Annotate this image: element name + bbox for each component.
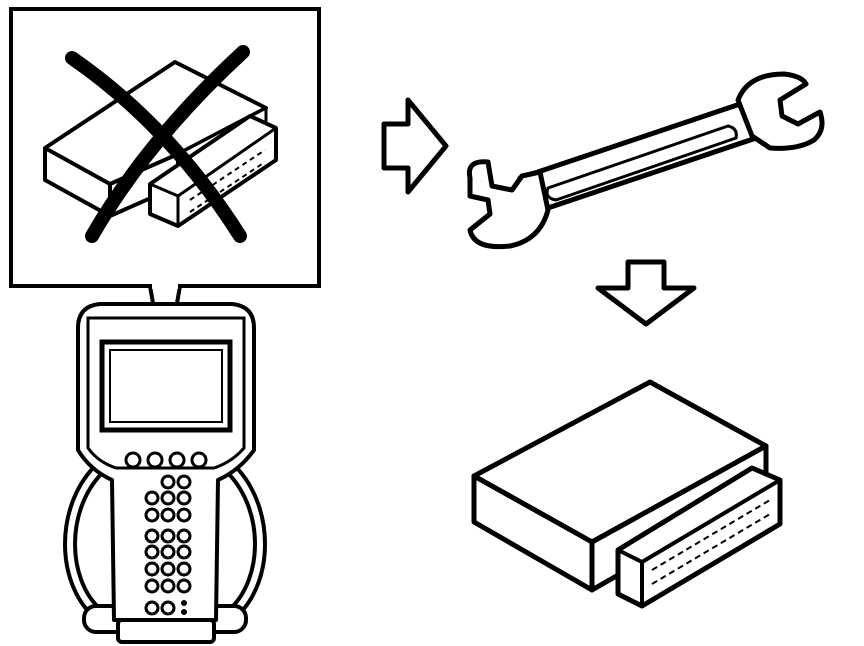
control-module-icon xyxy=(471,379,783,609)
down-arrow-icon xyxy=(595,259,697,327)
handheld-scan-tool-icon xyxy=(63,302,267,644)
control-module-crossed-out-icon xyxy=(43,45,278,243)
right-arrow-icon xyxy=(381,97,449,195)
open-end-wrench-icon xyxy=(466,71,825,250)
